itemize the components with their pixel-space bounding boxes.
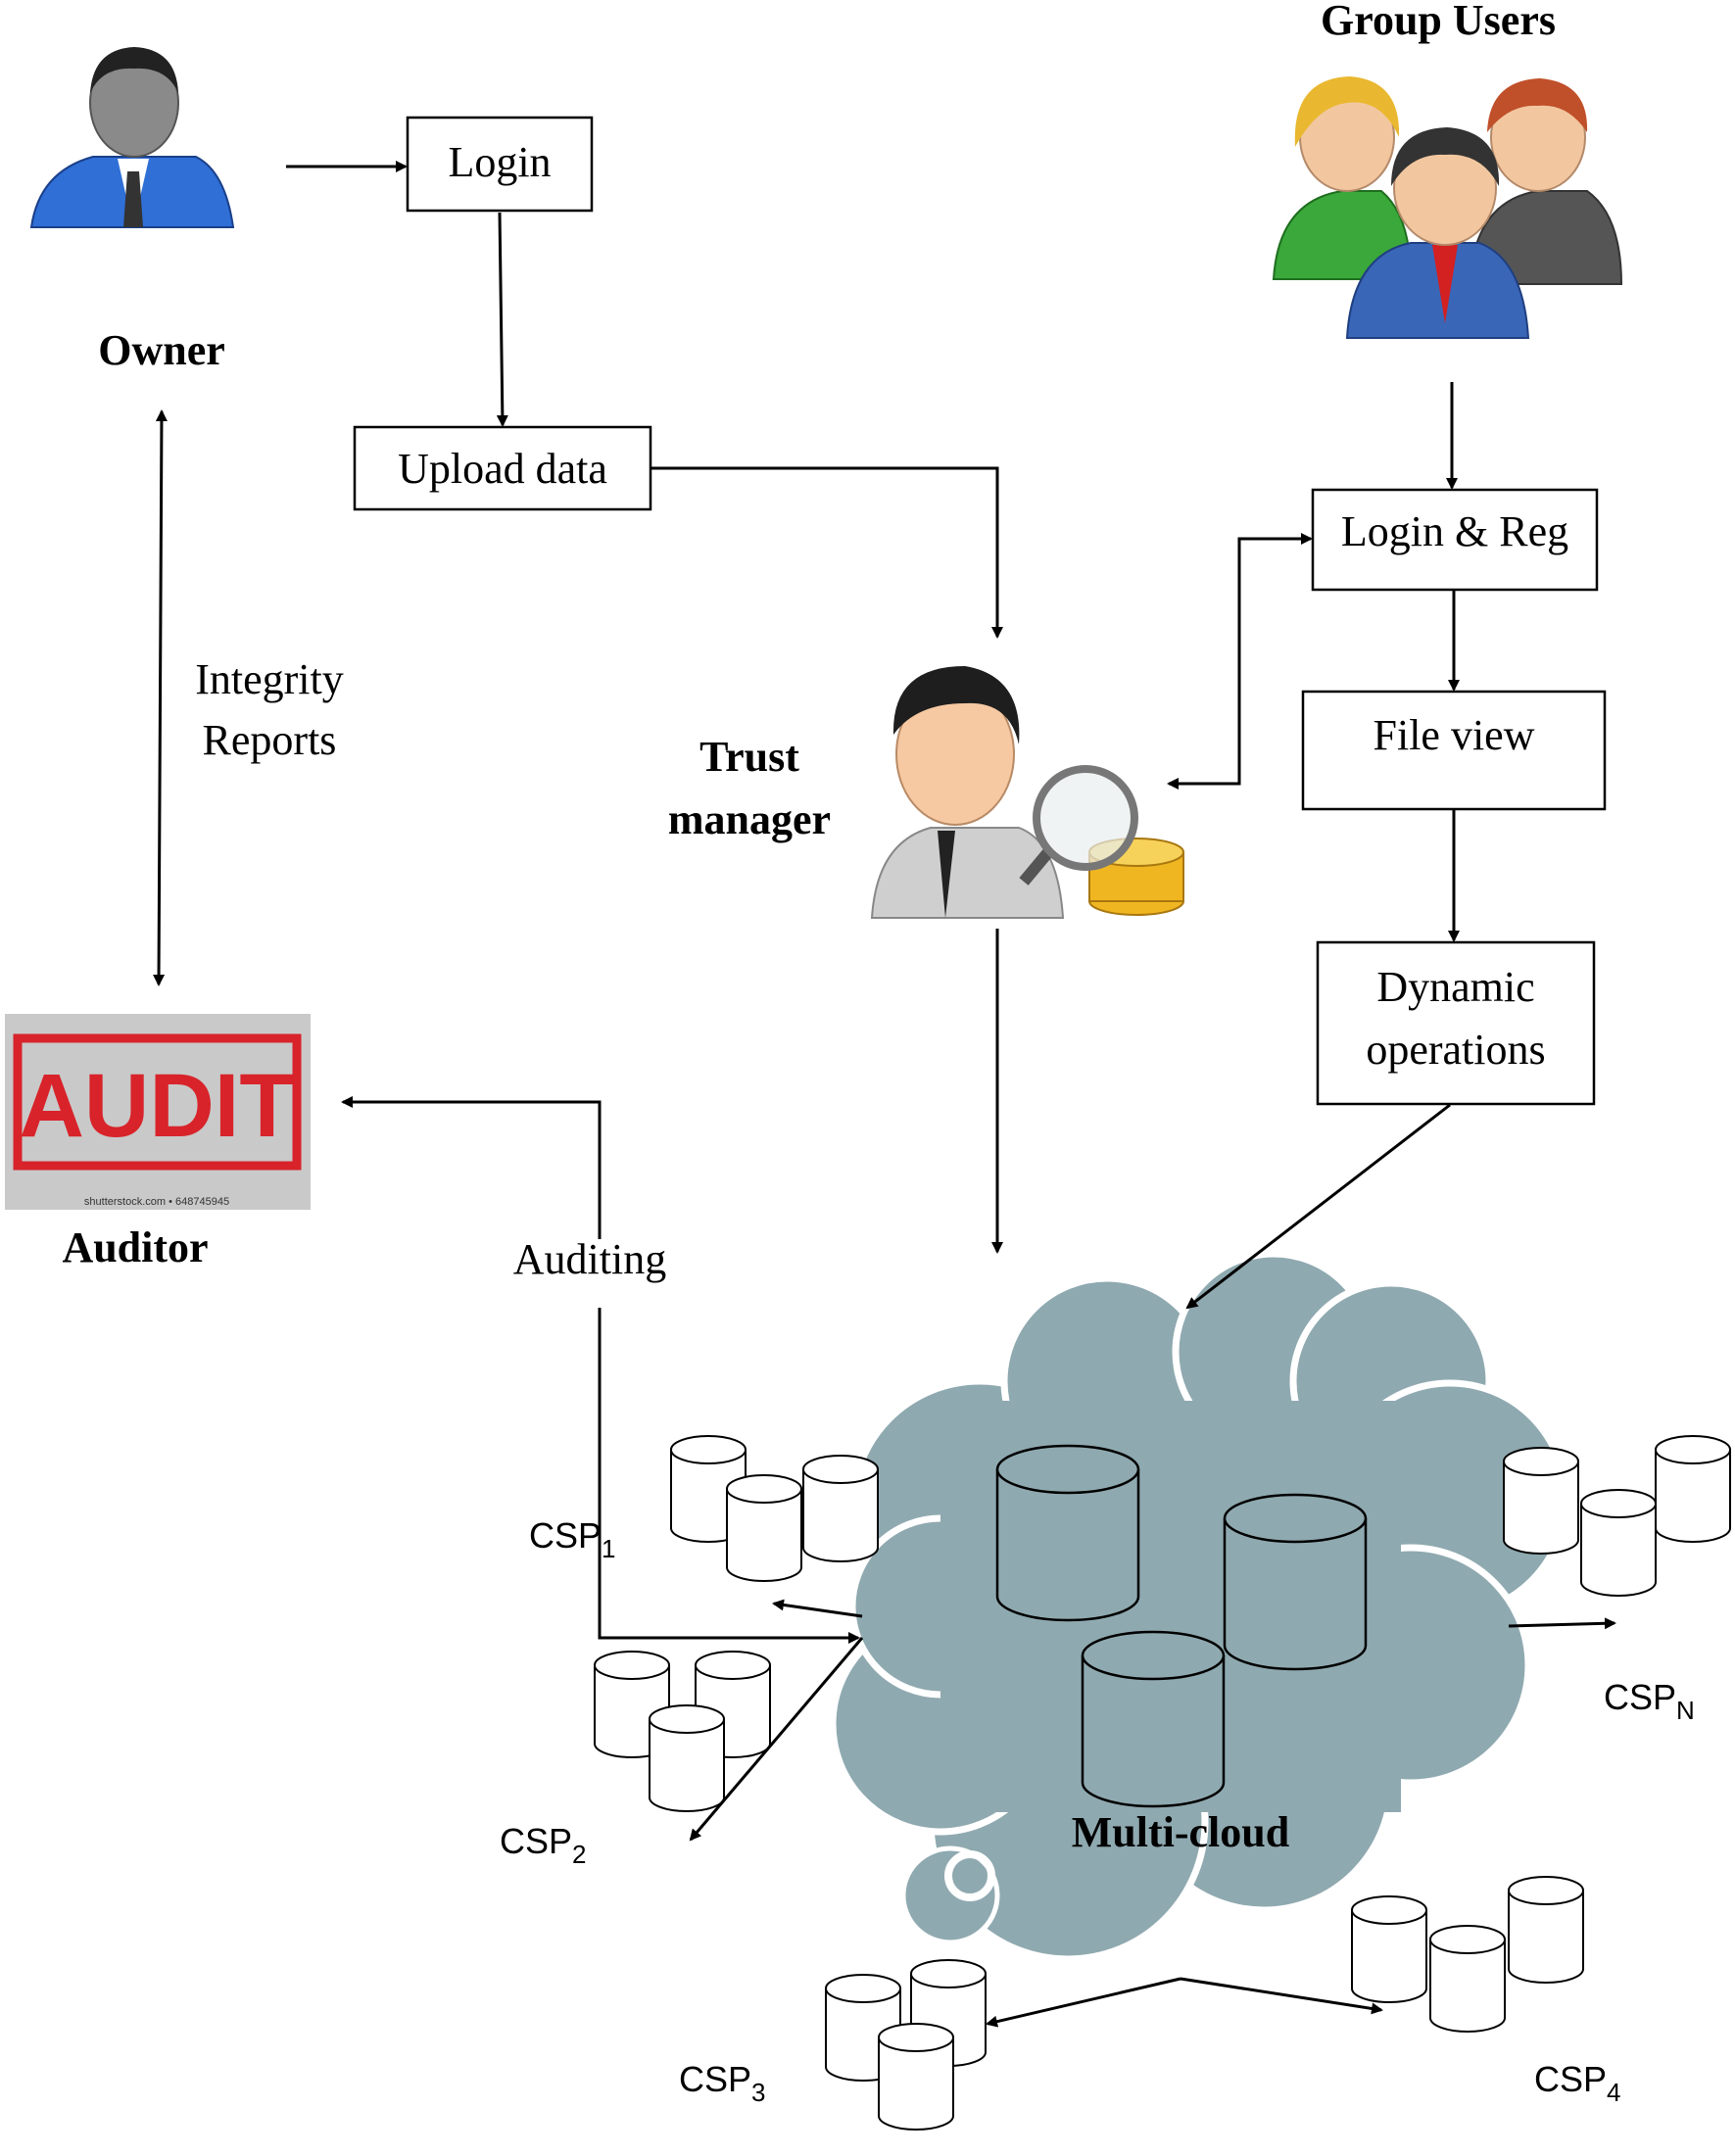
cspn-label: CSPN [1604, 1677, 1695, 1725]
login-box-label: Login [448, 138, 551, 186]
file-view-box [1301, 690, 1607, 811]
arrow-cloud-csp1 [772, 1599, 863, 1618]
csp1-label: CSP1 [529, 1515, 616, 1563]
dynamic-label-line1: Dynamic [1376, 963, 1534, 1011]
csp2-label: CSP2 [500, 1821, 587, 1869]
login-box [406, 116, 594, 213]
dynamic-label-line2: operations [1366, 1026, 1545, 1074]
group-users-label: Group Users [1321, 0, 1556, 44]
integrity-label-line2: Reports [203, 716, 337, 764]
group-users-icon [1272, 76, 1623, 339]
csp4-databases [1351, 1876, 1584, 2033]
owner-icon [29, 47, 235, 228]
multi-cloud-label: Multi-cloud [1072, 1808, 1289, 1856]
arrow-cloud-cspn [1508, 1617, 1616, 1630]
arrow-auditing-cloud [598, 1308, 860, 1644]
arrow-auditing-auditor [341, 1096, 602, 1239]
login-reg-box [1311, 488, 1599, 592]
integrity-label-line1: Integrity [195, 655, 344, 703]
csp4-label: CSP4 [1534, 2059, 1621, 2107]
dynamic-operations-box [1316, 940, 1596, 1106]
login-reg-label: Login & Reg [1341, 507, 1568, 555]
auditor-label: Auditor [62, 1223, 208, 1271]
arrow-cloud-csp4 [1180, 1977, 1383, 2015]
arrow-upload-trust [651, 466, 1003, 639]
arrow-cloud-csp2 [689, 1637, 864, 1842]
arrow-trust-loginreg [1167, 533, 1313, 790]
file-view-label: File view [1374, 711, 1535, 759]
audit-stamp-icon: AUDIT shutterstock.com • 648745945 [5, 1014, 311, 1210]
upload-data-box [353, 425, 652, 511]
csp2-databases [594, 1651, 771, 1812]
trust-label-line1: Trust [699, 733, 799, 781]
upload-data-label: Upload data [398, 445, 607, 493]
arrow-dynamic-cloud [1185, 1103, 1451, 1310]
multi-cloud-shape [829, 1250, 1569, 1963]
auditing-label: Auditing [513, 1235, 666, 1283]
arrow-cloud-csp3 [986, 1977, 1181, 2028]
arrow-login-upload [496, 212, 508, 427]
trust-label-line2: manager [668, 795, 831, 843]
arrow-owner-auditor [153, 409, 168, 986]
csp1-databases [670, 1435, 879, 1582]
owner-label: Owner [98, 326, 225, 374]
audit-stamp-text: AUDIT [19, 1056, 294, 1156]
csp3-label: CSP3 [679, 2059, 766, 2107]
audit-watermark-text: shutterstock.com • 648745945 [84, 1196, 229, 1208]
csp3-databases [825, 1959, 987, 2131]
trust-manager-icon [870, 666, 1184, 919]
